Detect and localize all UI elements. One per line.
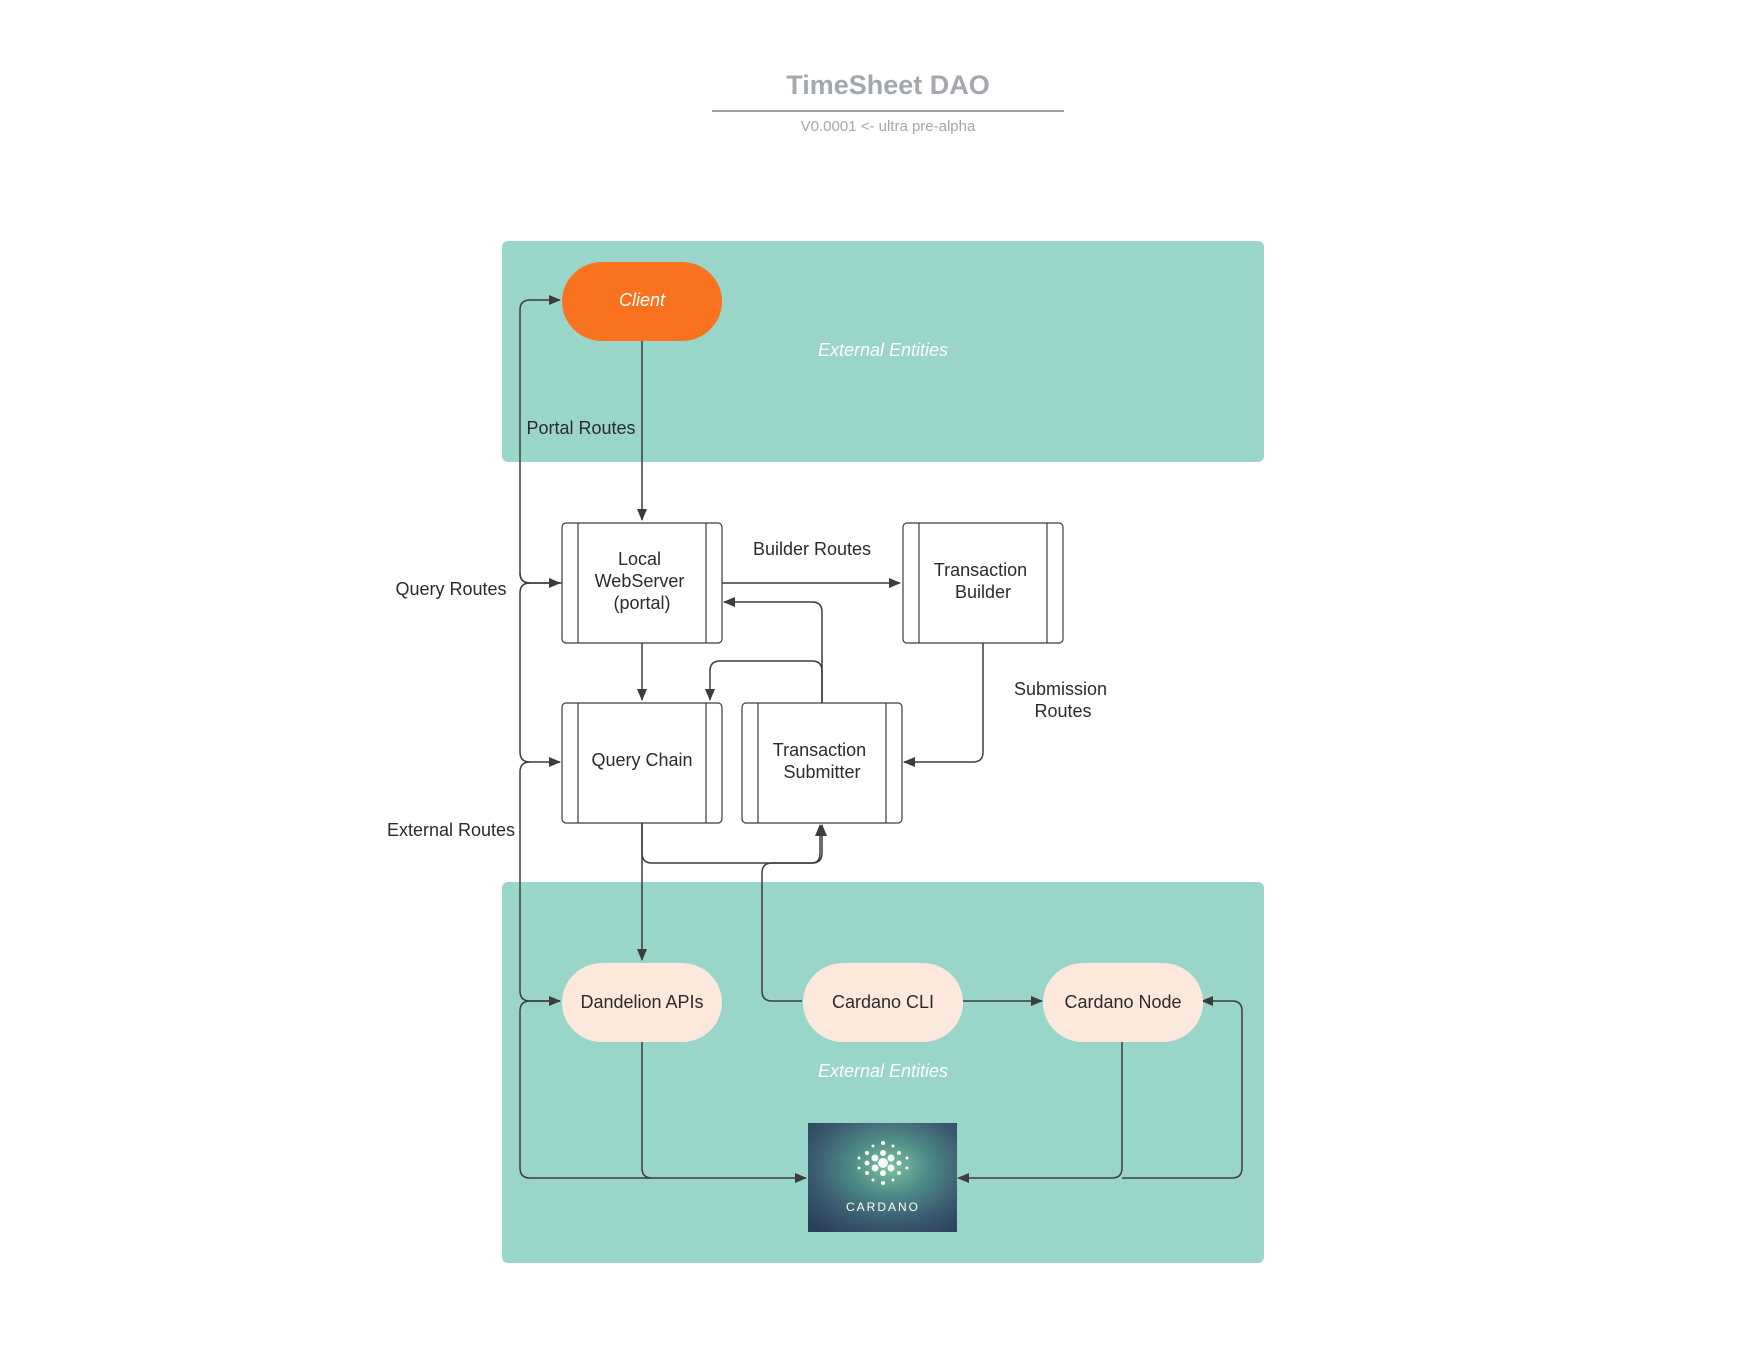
dandelion-apis-label: Dandelion APIs xyxy=(580,992,703,1012)
transaction-builder-label-line-2: Builder xyxy=(955,582,1011,602)
edge-submitter-to-querychain xyxy=(705,660,823,703)
transaction-submitter-label-line-1: Transaction xyxy=(773,740,866,760)
edge-label-submission-routes-line-2: Routes xyxy=(1034,701,1091,721)
edge-external-routes-to-querychain xyxy=(519,761,561,1006)
edge-external-routes-to-cardano xyxy=(519,1000,652,1179)
dandelion-apis-node xyxy=(562,963,722,1042)
transaction-submitter-label: Transaction Submitter xyxy=(773,740,871,782)
cardano-node-node xyxy=(1043,963,1203,1042)
edge-label-external-routes: External Routes xyxy=(387,820,515,840)
query-chain-box xyxy=(561,702,723,824)
edge-node-to-cardano xyxy=(957,1042,1123,1183)
transaction-submitter-box xyxy=(741,702,903,824)
external-entities-bottom-label: External Entities xyxy=(818,1061,948,1081)
edge-querychain-to-submitter xyxy=(641,823,827,864)
edge-label-builder-routes: Builder Routes xyxy=(753,539,871,559)
edge-label-portal-routes: Portal Routes xyxy=(526,418,635,438)
local-webserver-label: Local WebServer (portal) xyxy=(595,549,690,613)
edge-cardano-to-node xyxy=(1122,996,1243,1179)
edge-cli-to-submitter xyxy=(761,824,825,1002)
edge-label-query-routes: Query Routes xyxy=(395,579,506,599)
edge-submitter-to-webserver xyxy=(723,597,823,703)
transaction-builder-label-line-1: Transaction xyxy=(934,560,1027,580)
transaction-builder-box xyxy=(902,522,1064,644)
title-underline xyxy=(712,110,1064,112)
edge-builder-to-submitter xyxy=(903,643,984,767)
edge-label-submission-routes-line-1: Submission xyxy=(1014,679,1107,699)
transaction-submitter-label-line-2: Submitter xyxy=(783,762,860,782)
local-webserver-box xyxy=(561,522,723,644)
local-webserver-label-line-3: (portal) xyxy=(613,593,670,613)
client-node xyxy=(562,262,722,341)
transaction-builder-label: Transaction Builder xyxy=(934,560,1032,602)
local-webserver-label-line-2: WebServer xyxy=(595,571,685,591)
edge-query-routes-to-querychain xyxy=(519,582,561,767)
external-entities-top-label: External Entities xyxy=(818,340,948,360)
cardano-cli-label: Cardano CLI xyxy=(832,992,934,1012)
diagram-subtitle: V0.0001 <- ultra pre-alpha xyxy=(800,118,976,135)
edge-label-submission-routes: Submission Routes xyxy=(1014,679,1112,721)
edge-query-routes-to-webserver xyxy=(519,572,561,588)
cardano-cli-node xyxy=(803,963,963,1042)
client-label: Client xyxy=(619,290,666,310)
cardano-node-label: Cardano Node xyxy=(1064,992,1181,1012)
local-webserver-label-line-1: Local xyxy=(618,549,661,569)
query-chain-label: Query Chain xyxy=(591,750,692,770)
cardano-logo-icon: CARDANO xyxy=(808,1123,957,1232)
cardano-logo-text: CARDANO xyxy=(846,1200,920,1214)
diagram-title: TimeSheet DAO xyxy=(786,70,990,100)
